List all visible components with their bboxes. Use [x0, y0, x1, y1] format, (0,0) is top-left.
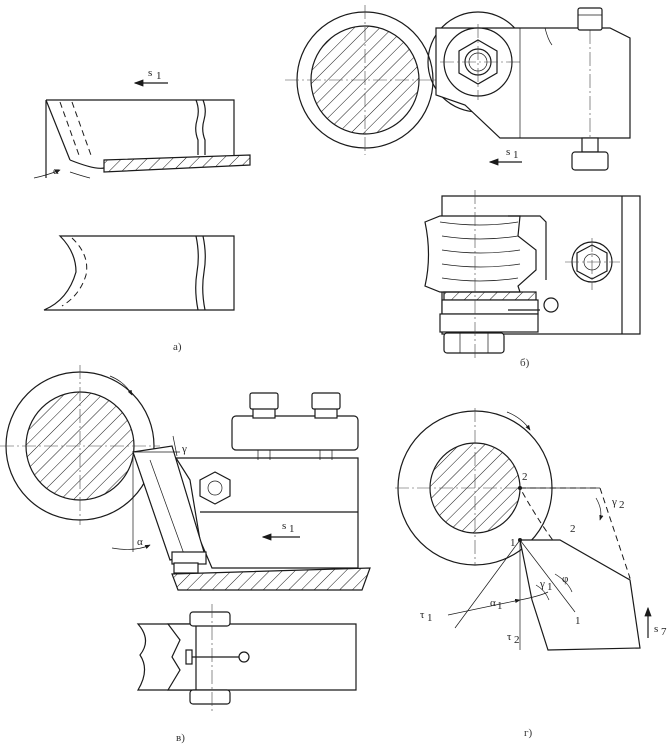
phi-label-g: φ: [562, 573, 568, 585]
nut-side-b: [443, 332, 505, 354]
nut-top-b: [577, 7, 603, 31]
side-view-b: [424, 190, 641, 360]
tau2-label-g: τ: [507, 631, 512, 643]
bolt-head-right-v: [311, 392, 341, 410]
tau1-label-g: τ: [420, 609, 425, 621]
nut-v: [199, 471, 231, 505]
workpiece-v: [0, 365, 160, 525]
figure-g: 2 1 γ 2 2 1 α 1 γ 1 φ τ 1 τ 2 s 7 г): [395, 408, 667, 739]
caption-b: б): [520, 357, 530, 369]
line-1-label-g: 1: [575, 615, 581, 627]
feed-arrow-b: s 1: [488, 146, 522, 166]
feed-label-a: s: [148, 67, 152, 79]
line-2-label-g: 2: [570, 523, 576, 535]
roller-profile-b: [424, 215, 537, 293]
svg-text:1: 1: [427, 612, 433, 624]
caption-a: а): [173, 341, 182, 353]
figure-b: s 1 б): [285, 5, 641, 369]
feed-label-b: s: [506, 146, 510, 158]
feed-label-g: s: [654, 623, 658, 635]
screw-shank-b: [581, 137, 599, 153]
point-2-g: 2: [522, 471, 528, 483]
alpha1-label-g: α: [490, 597, 496, 609]
point-1-g: 1: [510, 537, 516, 549]
feed-label-v: s: [282, 520, 286, 532]
roller-holder-b: [427, 7, 631, 171]
base-v: [171, 567, 371, 591]
svg-text:2: 2: [619, 499, 625, 511]
bolt-head-left-v: [249, 392, 279, 410]
svg-text:1: 1: [289, 523, 295, 535]
nut-bottom-b: [571, 151, 609, 171]
plan-view-v: [136, 604, 357, 712]
pin-b: [543, 297, 559, 313]
svg-text:7: 7: [661, 626, 667, 638]
tool-plan-view-a: [43, 235, 235, 311]
svg-text:2: 2: [514, 634, 520, 646]
caption-v: в): [176, 732, 185, 744]
tool-side-view-a: α: [33, 99, 251, 179]
svg-text:1: 1: [547, 581, 553, 593]
angle-alpha-a: α: [53, 165, 59, 177]
geometry-g: 2 1 γ 2 2 1 α 1 γ 1 φ τ 1 τ 2 s 7: [420, 471, 667, 651]
clamp-bar-v: [231, 415, 359, 451]
feed-arrow-a: s 1: [133, 67, 168, 87]
figure-v: γ α s 1 в): [0, 365, 371, 744]
gamma-label-v: γ: [181, 443, 187, 455]
svg-text:1: 1: [497, 600, 503, 612]
figure-a: s 1 α а): [33, 67, 251, 353]
gamma2-label-g: γ: [611, 496, 617, 508]
alpha-label-v: α: [137, 536, 143, 548]
gamma1-label-g: γ: [539, 578, 545, 590]
knurl-b: [443, 291, 537, 301]
workpiece-b-top: [285, 5, 445, 155]
svg-text:1: 1: [156, 70, 162, 82]
caption-g: г): [524, 727, 533, 739]
tool-holder-v: γ α s 1: [111, 392, 371, 591]
svg-text:1: 1: [513, 149, 519, 161]
